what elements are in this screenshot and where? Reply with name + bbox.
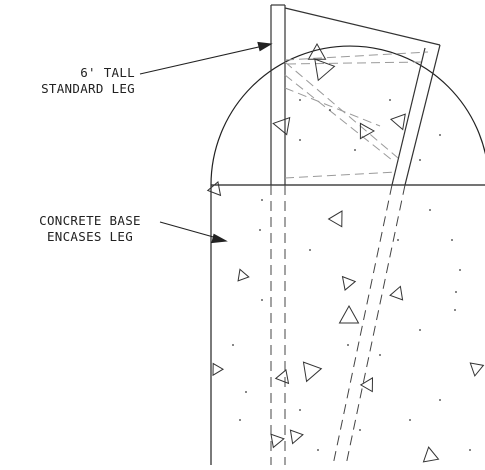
aggregate-dot	[347, 344, 349, 346]
aggregate-dot	[454, 309, 456, 311]
aggregate-dot	[389, 99, 391, 101]
aggregate-dot	[261, 299, 263, 301]
aggregate-triangle	[341, 275, 357, 291]
brace-diagonal-3	[284, 87, 381, 127]
aggregate-triangle	[359, 122, 376, 140]
aggregate-dot	[329, 109, 331, 111]
aggregate-dot	[429, 209, 431, 211]
aggregate-dot	[409, 419, 411, 421]
aggregate-dot	[419, 329, 421, 331]
aggregate-triangle	[237, 268, 250, 282]
aggregate-triangle	[307, 42, 327, 60]
leg-hidden-lines	[270, 184, 406, 466]
aggregate-dot	[239, 419, 241, 421]
aggregate-dot	[439, 134, 441, 136]
leg-callout-line1: 6' TALL	[80, 65, 135, 80]
aggregate-triangle	[389, 113, 406, 131]
aggregate-triangle	[359, 377, 374, 393]
leg-angled-outer	[404, 44, 441, 186]
leg-callout-label: 6' TALL STANDARD LEG	[20, 65, 135, 97]
aggregate-dot	[354, 149, 356, 151]
aggregate-dot	[259, 229, 261, 231]
hidden-angled-outer	[345, 184, 406, 466]
aggregate-dot	[245, 391, 247, 393]
aggregate-triangle	[302, 361, 323, 383]
leg-bracing	[284, 51, 429, 179]
brace-top	[284, 51, 429, 61]
aggregate-triangle	[469, 362, 485, 377]
base-callout-label: CONCRETE BASE ENCASES LEG	[20, 213, 160, 245]
aggregate-dot	[451, 239, 453, 241]
aggregate-dot	[469, 449, 471, 451]
aggregate-triangle	[389, 285, 404, 301]
leader-base-arrowhead	[211, 233, 228, 244]
leg-angled-inner	[391, 47, 426, 186]
aggregate-triangle	[212, 362, 225, 377]
aggregate-triangle	[289, 429, 304, 445]
aggregate-triangle	[314, 58, 336, 82]
aggregate-dot	[232, 344, 234, 346]
brace-diagonal-2	[284, 74, 393, 161]
aggregate-triangle	[270, 433, 285, 449]
aggregate-dot	[309, 249, 311, 251]
aggregate-dot	[299, 99, 301, 101]
brace-bottom	[284, 171, 397, 179]
leg-callout-line2: STANDARD LEG	[41, 81, 135, 96]
aggregate-dot	[397, 239, 399, 241]
aggregate-dot	[299, 139, 301, 141]
leg-top-rail	[284, 7, 441, 46]
aggregate-triangle	[274, 369, 290, 385]
base-callout-line2: ENCASES LEG	[46, 229, 134, 244]
brace-return	[286, 61, 422, 65]
aggregate-dot	[459, 269, 461, 271]
concrete-aggregate-hatch	[206, 42, 485, 463]
aggregate-dot	[439, 399, 441, 401]
aggregate-dot	[419, 159, 421, 161]
aggregate-dot	[455, 291, 457, 293]
aggregate-dot	[299, 409, 301, 411]
aggregate-triangle	[338, 304, 360, 324]
base-callout-line1: CONCRETE BASE	[39, 213, 141, 228]
aggregate-dot	[261, 199, 263, 201]
aggregate-triangle	[422, 446, 440, 463]
aggregate-triangle	[272, 116, 291, 136]
aggregate-triangle	[327, 210, 343, 228]
leader-base	[159, 221, 228, 244]
brace-diagonal-1	[284, 61, 399, 159]
aggregate-triangle	[206, 181, 222, 197]
aggregate-dot	[379, 354, 381, 356]
concrete-dome-outline	[210, 45, 485, 186]
aggregate-dot	[317, 449, 319, 451]
leader-leg	[139, 41, 273, 75]
leader-leg-arrowhead	[257, 41, 273, 52]
standard-leg	[270, 4, 441, 186]
aggregate-dot	[359, 429, 361, 431]
